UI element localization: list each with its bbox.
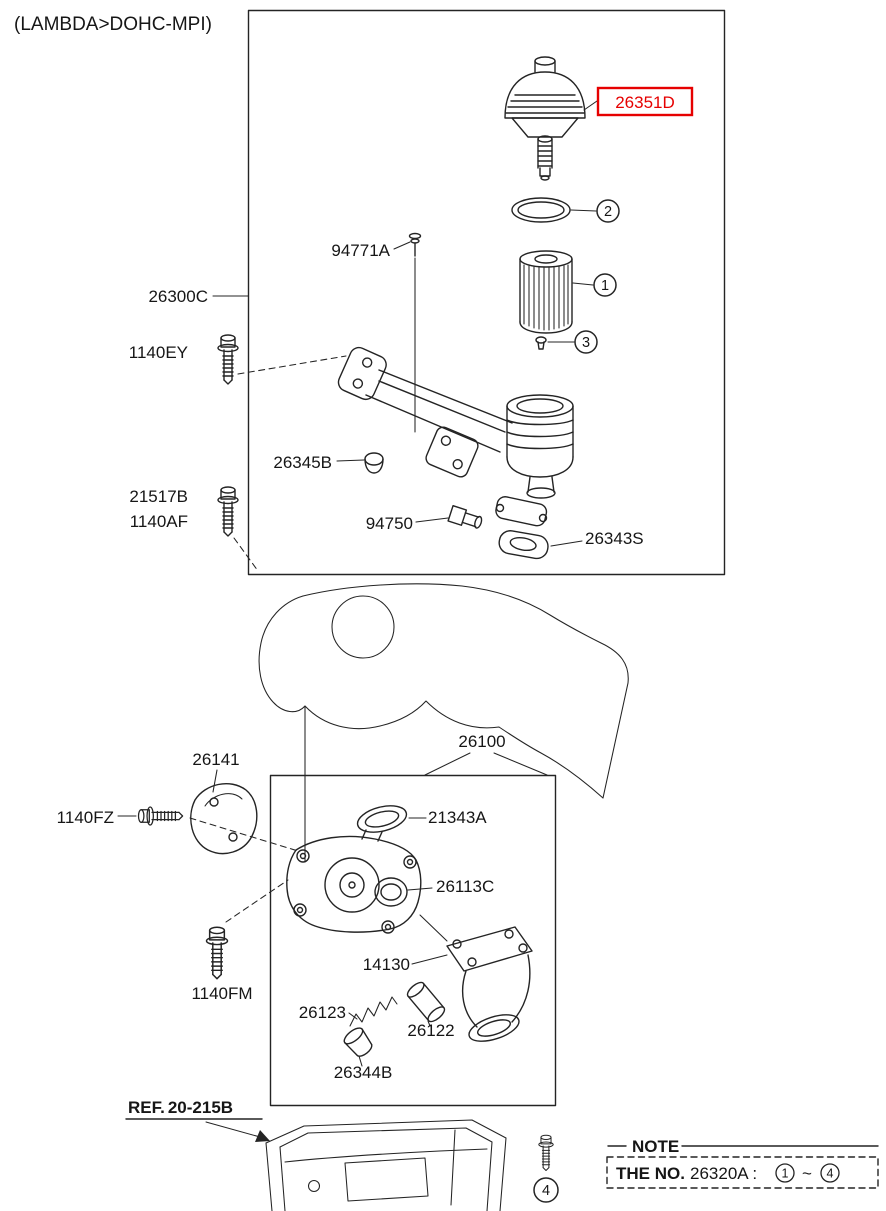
- part-label-26300c: 26300C: [148, 287, 208, 306]
- note-border: [606, 1156, 879, 1189]
- oil-pump-body-drawing: [286, 829, 422, 934]
- leader-26100-left: [424, 752, 471, 776]
- leader-26141: [212, 769, 218, 793]
- part-label-26344b: 26344B: [334, 1063, 393, 1082]
- note-part: 26320A :: [690, 1164, 757, 1183]
- leader-26100-right: [493, 752, 548, 776]
- note-range-start: 1: [782, 1167, 789, 1181]
- part-label-21343a: 21343A: [428, 808, 487, 827]
- callout-3: 3: [574, 330, 598, 354]
- note-box: NOTE THE NO. 26320A : 1 ~ 4: [606, 1137, 879, 1189]
- note-range-end: 4: [827, 1167, 834, 1181]
- highlighted-part-26351d[interactable]: 26351D: [583, 86, 694, 117]
- oil-pressure-switch-drawing: [447, 504, 483, 529]
- oil-pump-box: [269, 774, 557, 1107]
- plunger-26122-drawing: [406, 981, 446, 1023]
- alignment-dash-1140ey: [237, 355, 347, 375]
- part-label-1140af: 1140AF: [130, 512, 188, 531]
- oil-filter-cap-drawing: [504, 56, 586, 181]
- part-label-1140ey: 1140EY: [129, 343, 188, 362]
- alignment-dash-1140fm: [225, 879, 289, 923]
- bolt-callout4-drawing: [538, 1134, 554, 1171]
- ref-number: 20-215B: [168, 1098, 233, 1117]
- ref-arrow: [205, 1121, 270, 1142]
- note-lead: THE NO.: [616, 1164, 685, 1183]
- alignment-dash-1140fz: [189, 817, 299, 852]
- gasket-26343s-drawing: [498, 530, 549, 560]
- part-label-94750: 94750: [366, 514, 413, 533]
- bolt-1140ey-drawing: [217, 334, 239, 385]
- part-label-1140fz: 1140FZ: [57, 808, 114, 827]
- callout-1: 1: [593, 273, 617, 297]
- filter-assembly-box: [247, 9, 726, 576]
- leader-94771a: [393, 241, 411, 250]
- leader-26122: [427, 1020, 431, 1027]
- cap-26345b-drawing: [364, 452, 384, 474]
- bolt-1140fz-drawing: [137, 806, 184, 826]
- filter-housing-drawing: [337, 346, 574, 527]
- part-label-26351d[interactable]: 26351D: [615, 93, 675, 112]
- engine-variant-label: (LAMBDA>DOHC-MPI): [14, 14, 212, 35]
- part-label-14130: 14130: [363, 955, 410, 974]
- part-label-26141: 26141: [192, 750, 239, 769]
- part-label-26113c: 26113C: [436, 877, 494, 896]
- engine-block-outline: [258, 583, 629, 863]
- note-callout-end: 4: [820, 1163, 840, 1183]
- part-label-26345b: 26345B: [273, 453, 332, 472]
- seal-21343a-drawing: [356, 805, 408, 833]
- callout-1-number: 1: [601, 278, 609, 294]
- leader-14130: [411, 954, 448, 965]
- plug-26344b-drawing: [343, 1027, 373, 1057]
- spring-26123-drawing: [349, 996, 398, 1027]
- filter-cartridge-drawing: [519, 250, 573, 334]
- leader-o-ring: [570, 209, 597, 212]
- part-label-21517b: 21517B: [129, 487, 188, 506]
- drain-plug-drawing: [535, 336, 547, 350]
- part-label-26100: 26100: [458, 732, 505, 751]
- callout-4: 4: [533, 1177, 559, 1203]
- cover-26141-drawing: [190, 783, 258, 855]
- leader-26113c: [407, 887, 433, 891]
- alignment-dash-21517b: [233, 537, 259, 572]
- note-callout-start: 1: [775, 1163, 795, 1183]
- part-label-94771a: 94771A: [331, 241, 390, 260]
- leader-cartridge: [572, 282, 594, 286]
- callout-3-number: 3: [582, 335, 590, 351]
- bolt-21517b-drawing: [217, 486, 239, 537]
- ref-label: REF.20-215B: [128, 1098, 233, 1117]
- part-label-26122: 26122: [407, 1021, 454, 1040]
- note-tilde: ~: [802, 1164, 812, 1183]
- part-label-26123: 26123: [299, 1003, 346, 1022]
- ref-prefix: REF.: [128, 1098, 165, 1117]
- ring-26113c-drawing: [374, 877, 408, 907]
- callout-2-number: 2: [604, 204, 612, 220]
- pipe-14130-drawing: [419, 914, 533, 1042]
- leader-26123: [348, 1012, 358, 1020]
- o-ring-drawing: [511, 197, 571, 223]
- part-label-1140fm: 1140FM: [191, 984, 252, 1003]
- leader-26343s: [550, 540, 583, 547]
- callout-4-number: 4: [542, 1183, 550, 1199]
- oil-pan-drawing: [265, 1119, 507, 1211]
- leader-26345b: [336, 459, 365, 462]
- callout-2: 2: [596, 199, 620, 223]
- leader-26344b: [358, 1055, 363, 1067]
- bolt-1140fm-drawing: [205, 926, 229, 980]
- note-title: NOTE: [632, 1137, 679, 1156]
- leader-94750: [415, 517, 449, 523]
- stud-94771a-drawing: [408, 232, 422, 257]
- part-label-26343s: 26343S: [585, 529, 644, 548]
